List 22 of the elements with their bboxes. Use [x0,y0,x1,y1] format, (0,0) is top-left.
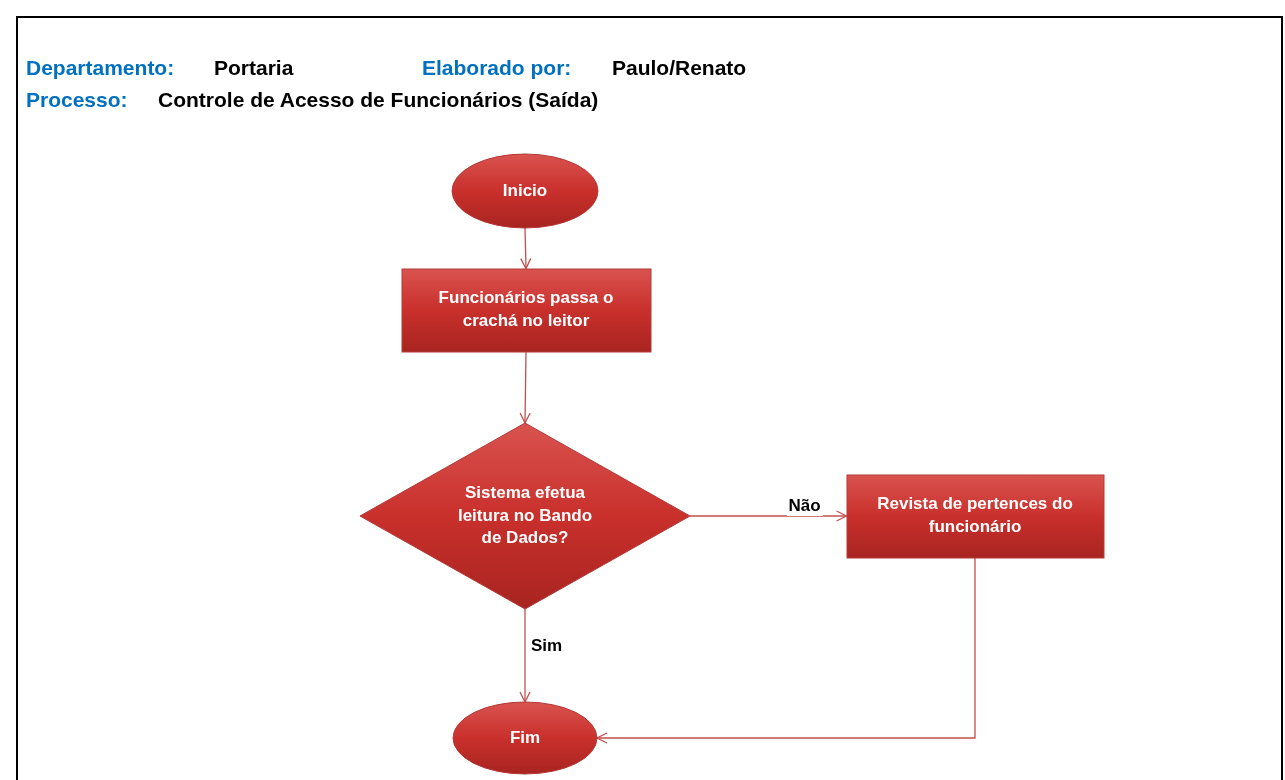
arrow [519,350,531,424]
node-text: Inicio [502,179,548,202]
terminator-ellipse [452,154,598,228]
field-value: Portaria [214,56,294,80]
terminator-ellipse [453,702,597,774]
arrow [689,510,848,522]
decision-diamond [360,423,690,609]
node-text: Funcionários passa o crachá no leitor [437,287,615,332]
edge-label: Não [786,496,823,516]
node-text: Sistema efetua leitura no Bando de Dados? [456,481,594,550]
arrow [519,608,531,703]
process-box [846,474,1104,558]
node-text: Fim [509,726,541,749]
node-text: Revista de pertences do funcionário [876,493,1074,538]
arrow [596,556,976,744]
arrow [520,227,532,270]
field-value: Paulo/Renato [612,56,747,80]
field-label: Elaborado por: [422,56,572,80]
process-box [401,268,651,352]
field-label: Processo: [26,88,128,112]
field-value: Controle de Acesso de Funcionários (Saída) [158,88,599,112]
field-label: Departamento: [26,56,175,80]
